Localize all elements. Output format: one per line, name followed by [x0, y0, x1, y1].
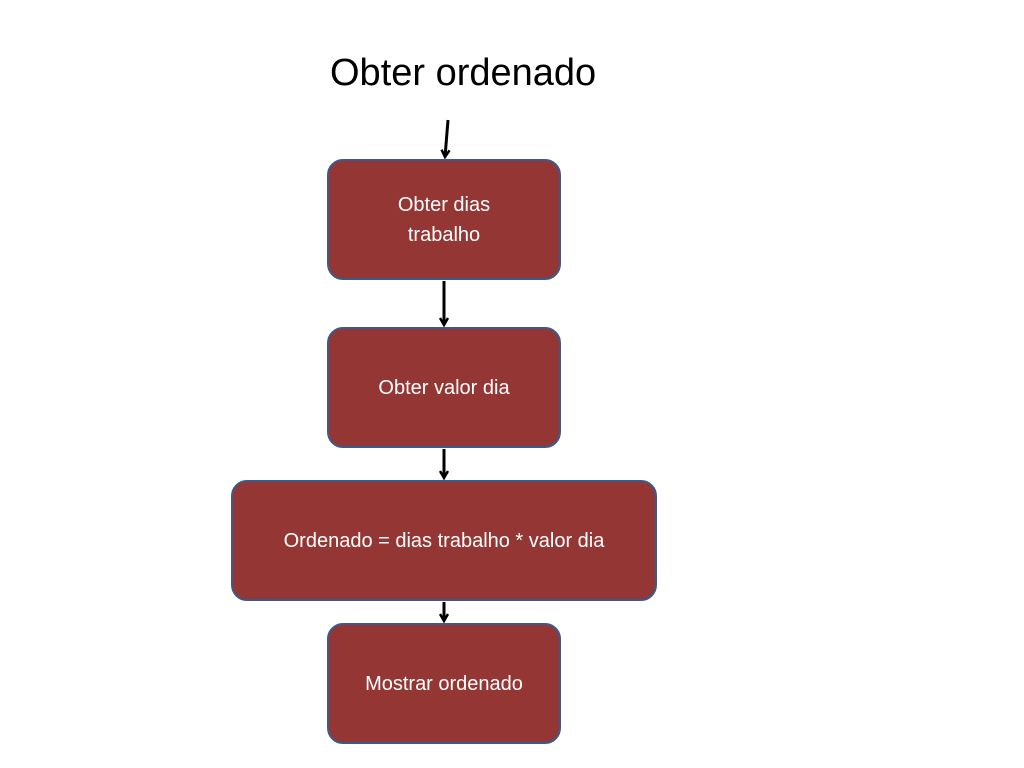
- step-obter-dias-trabalho: Obter dias trabalho: [327, 159, 561, 280]
- step-mostrar-ordenado: Mostrar ordenado: [327, 623, 561, 744]
- step-label: Mostrar ordenado: [365, 672, 523, 695]
- step-obter-valor-dia: Obter valor dia: [327, 327, 561, 448]
- step-label: Obter valor dia: [378, 376, 510, 399]
- step-label: Obter dias trabalho: [397, 193, 491, 246]
- entry-arrow: [445, 119, 448, 157]
- step-label: Ordenado = dias trabalho * valor dia: [283, 529, 605, 552]
- step-calcular-ordenado: Ordenado = dias trabalho * valor dia: [231, 480, 657, 601]
- diagram-title: Obter ordenado: [330, 52, 597, 94]
